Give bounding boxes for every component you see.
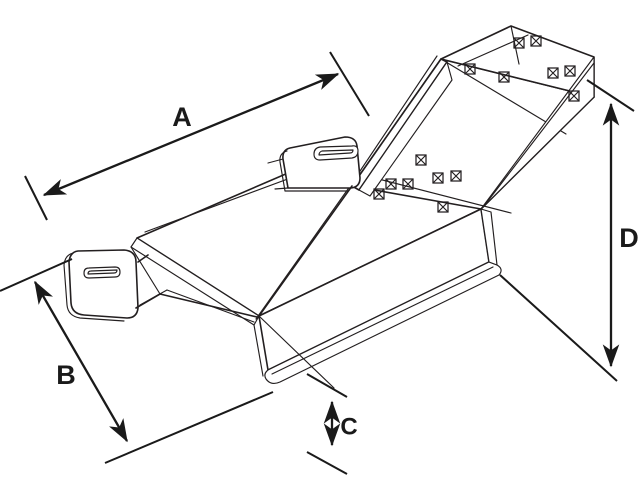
- inclined-right-wall-edge: [483, 62, 595, 207]
- rivet-marks: [373, 35, 580, 213]
- deck-left-underside: [130, 246, 161, 295]
- dimension-b-arrow: [34, 280, 128, 443]
- rivet-mark: [498, 71, 510, 83]
- lip-right-end-face: [480, 208, 498, 266]
- dimension-a-extension-1: [24, 175, 48, 221]
- lip-ghost-diagonal: [258, 315, 335, 389]
- upper-mounting-tab: [282, 136, 361, 189]
- left-mounting-tab: [68, 249, 139, 319]
- dimension-b: B: [0, 258, 274, 464]
- rivet-mark: [415, 154, 427, 166]
- dimension-c: C: [306, 373, 358, 475]
- rivet-mark: [437, 201, 449, 213]
- dimension-a: A: [24, 51, 370, 221]
- inclined-inner-wall: [358, 61, 453, 197]
- dimension-b-label: B: [56, 360, 76, 390]
- front-lip-rolled-inner: [271, 266, 494, 375]
- inclined-right-wall: [480, 56, 595, 210]
- dimension-b-extension-2: [104, 391, 274, 464]
- dimension-c-extension-2: [306, 451, 348, 475]
- dimension-c-extension-1: [306, 373, 348, 398]
- ramp-to-deck-edge: [258, 185, 353, 317]
- inclined-plate-fold-b: [440, 58, 567, 135]
- rivet-mark: [373, 188, 385, 200]
- dimension-b-extension-1: [0, 258, 73, 292]
- dimension-d-label: D: [619, 223, 639, 253]
- left-tab-slot-inner: [87, 269, 118, 275]
- rivet-mark: [530, 35, 542, 47]
- rivet-mark: [432, 172, 444, 184]
- rivet-mark: [513, 37, 525, 49]
- rivet-mark: [450, 170, 462, 182]
- front-lip-left-return: [253, 324, 264, 377]
- left-tab-web-fold: [139, 289, 168, 306]
- dimension-d: D: [499, 79, 639, 382]
- dimension-a-extension-2: [329, 51, 370, 117]
- dimension-d-extension-1: [586, 79, 635, 112]
- ramp-to-deck-edge-thin: [255, 188, 349, 320]
- part-geometry: [63, 25, 595, 389]
- rivet-mark: [402, 178, 414, 190]
- rivet-mark: [568, 90, 580, 102]
- inclined-left-wall-rim: [347, 55, 438, 190]
- dimension-a-label: A: [172, 102, 192, 132]
- rivet-mark: [464, 63, 476, 75]
- rivet-mark: [385, 178, 397, 190]
- front-lip-rolled-edge: [264, 261, 502, 385]
- left-sloping-rail-thin: [166, 289, 255, 323]
- dimension-c-label: C: [340, 413, 357, 440]
- dimension-d-extension-2: [499, 274, 618, 382]
- rivet-mark: [547, 67, 559, 79]
- rivet-mark: [564, 65, 576, 77]
- dimension-a-arrow: [42, 72, 340, 197]
